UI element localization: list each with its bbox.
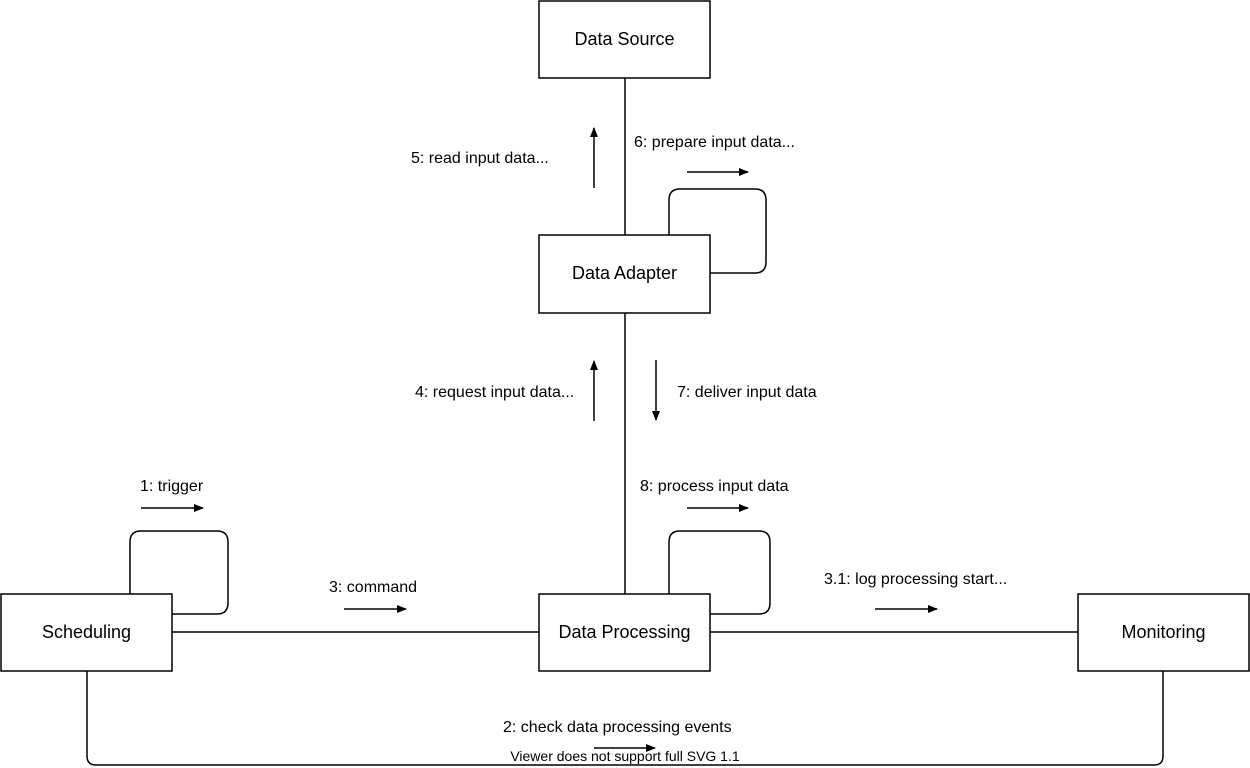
- message-label-6: 6: prepare input data...: [634, 134, 795, 151]
- message-label-4: 4: request input data...: [415, 384, 574, 401]
- node-data-processing[interactable]: Data Processing: [538, 593, 711, 672]
- self-link-data-adapter: [668, 188, 767, 274]
- node-data-adapter[interactable]: Data Adapter: [538, 234, 711, 314]
- message-label-3: 3: command: [329, 579, 417, 596]
- self-link-data-processing: [668, 530, 771, 615]
- message-label-1: 1: trigger: [140, 478, 204, 495]
- node-scheduling[interactable]: Scheduling: [0, 593, 173, 672]
- node-data-source[interactable]: Data Source: [538, 0, 711, 79]
- node-data-adapter-label: Data Adapter: [572, 263, 677, 283]
- node-data-processing-label: Data Processing: [558, 622, 690, 642]
- message-label-8: 8: process input data: [640, 478, 789, 495]
- message-label-7: 7: deliver input data: [677, 384, 817, 401]
- link-scheduling-monitoring: [86, 671, 1164, 766]
- node-monitoring[interactable]: Monitoring: [1077, 593, 1250, 672]
- node-monitoring-label: Monitoring: [1121, 622, 1205, 642]
- message-label-5: 5: read input data...: [411, 150, 549, 167]
- node-data-source-label: Data Source: [574, 29, 674, 49]
- node-scheduling-label: Scheduling: [42, 622, 131, 642]
- message-label-3-1: 3.1: log processing start...: [824, 571, 1007, 588]
- message-label-2: 2: check data processing events: [503, 719, 732, 736]
- svg-viewer-warning: Viewer does not support full SVG 1.1: [510, 748, 740, 764]
- self-link-scheduling: [129, 530, 229, 615]
